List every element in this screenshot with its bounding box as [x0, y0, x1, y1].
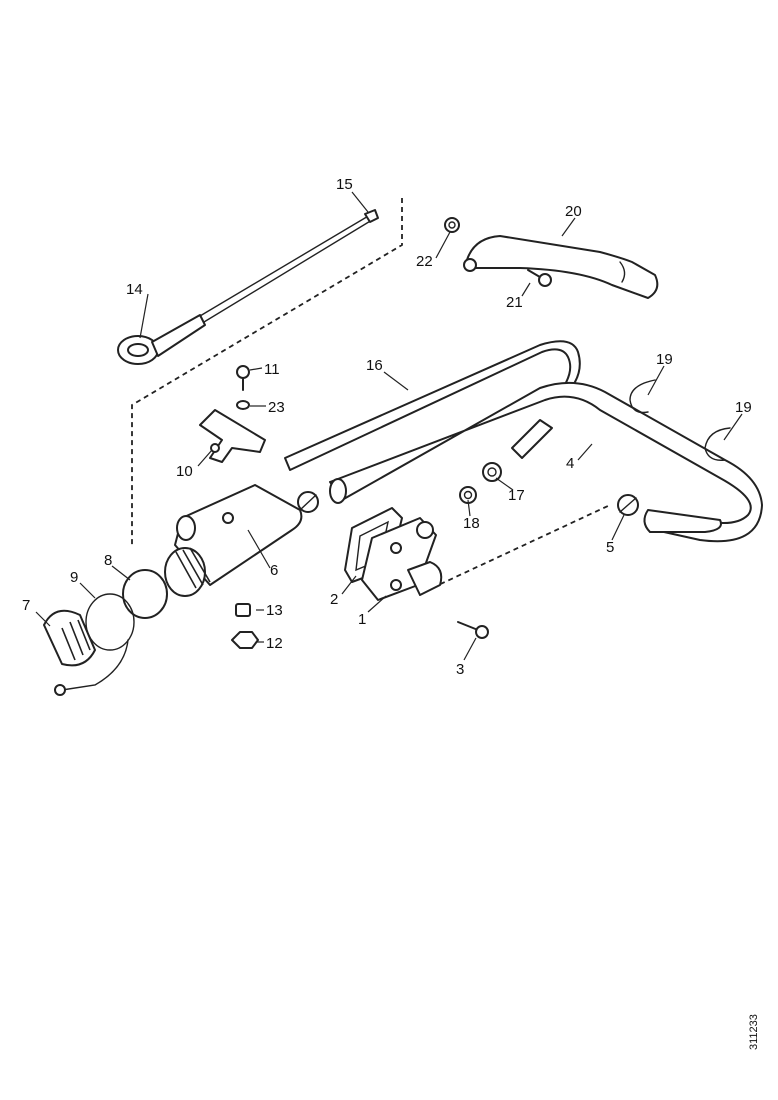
- part-17-nut: [482, 462, 502, 482]
- part-14-dipstick-handle: [117, 314, 206, 365]
- callout-2: 2: [330, 591, 338, 608]
- part-8-o-ring: [122, 569, 168, 619]
- callout-22: 22: [416, 253, 433, 270]
- leader-lines: [35, 191, 743, 661]
- part-1-outlet-flange: [361, 517, 443, 601]
- callout-7: 7: [22, 597, 30, 614]
- part-13-nut: [235, 603, 251, 617]
- callout-20: 20: [565, 203, 582, 220]
- callout-14: 14: [126, 281, 143, 298]
- part-20-bracket: [463, 235, 659, 299]
- part-4-fill-pipe: [329, 381, 763, 543]
- part-11-bolt: [236, 365, 250, 391]
- callout-6: 6: [270, 562, 278, 579]
- assembly-guide-lines: [131, 198, 611, 589]
- part-15-dipstick-rod: [199, 209, 379, 323]
- outlet-guide-line: [431, 504, 611, 589]
- callout-labels: 15 20 22 21 14 16 19 19 4 17 18 5 11 23 …: [22, 176, 752, 678]
- callout-19b: 19: [735, 399, 752, 416]
- part-5-clamp-left: [297, 491, 319, 513]
- part-19-clip-a: [629, 379, 656, 414]
- callout-3: 3: [456, 661, 464, 678]
- part-16-dipstick-tube: [284, 340, 581, 471]
- callout-9: 9: [70, 569, 78, 586]
- callout-1: 1: [358, 611, 366, 628]
- callout-4: 4: [566, 455, 574, 472]
- callout-16: 16: [366, 357, 383, 374]
- part-22-nut: [444, 217, 460, 233]
- part-3-bolt: [457, 621, 489, 639]
- part-6-filler-neck: [164, 484, 303, 597]
- part-19-clip-b: [704, 427, 731, 461]
- dipstick-guide-line: [131, 198, 403, 548]
- part-7-filler-cap: [43, 609, 96, 667]
- callout-15: 15: [336, 176, 353, 193]
- part-18-nut: [459, 486, 477, 504]
- callout-13: 13: [266, 602, 283, 619]
- part-12-flange-nut: [231, 631, 259, 649]
- part-5-clamp-right: [617, 494, 639, 516]
- part-9-gasket-strap: [54, 593, 135, 696]
- callout-23: 23: [268, 399, 285, 416]
- callout-5: 5: [606, 539, 614, 556]
- callout-17: 17: [508, 487, 525, 504]
- callout-18: 18: [463, 515, 480, 532]
- drawing-reference-code: 311233: [748, 1014, 760, 1050]
- part-23-washer: [236, 400, 250, 410]
- callout-12: 12: [266, 635, 283, 652]
- callout-19a: 19: [656, 351, 673, 368]
- callout-11: 11: [264, 361, 280, 378]
- callout-21: 21: [506, 294, 523, 311]
- part-10-bracket: [199, 409, 266, 463]
- callout-8: 8: [104, 552, 112, 569]
- callout-10: 10: [176, 463, 193, 480]
- part-21-bolt: [527, 269, 552, 287]
